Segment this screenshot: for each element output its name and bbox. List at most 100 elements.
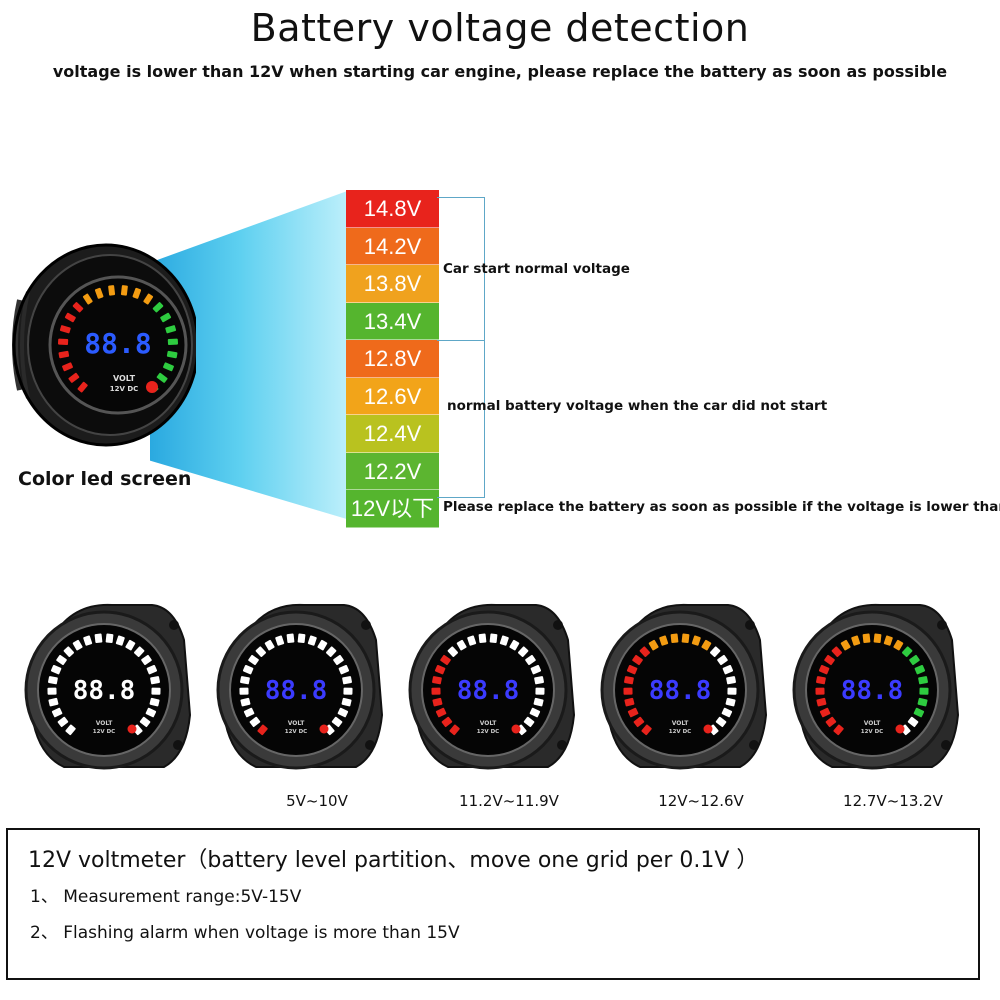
gauge-digits: 88.8 [265,676,328,706]
ring-segment [818,664,830,675]
ring-segment [478,633,487,644]
ring-segment [816,697,827,707]
ring-segment [141,654,152,666]
ring-segment [432,697,443,707]
gauge-range-label-2: 11.2V~11.9V [459,792,559,810]
ring-segment [317,639,328,651]
ring-segment [722,664,734,675]
ring-segment [913,707,925,718]
gauge-face [37,623,171,757]
voltage-cell-0: 14.8V [346,190,439,228]
ring-segment [166,350,178,359]
ring-segment [242,664,254,675]
ring-segment [163,362,174,372]
gauge-indicator-dot [895,724,905,734]
gauge-face [421,623,555,757]
ring-segment [901,646,913,657]
ring-segment [255,646,267,657]
ring-segment [627,707,639,718]
ring-segment [82,293,93,305]
mount-hole-icon [937,620,947,630]
led-screen-caption: Color led screen [18,468,192,490]
gauge-segment-ring [431,633,545,736]
ring-segment [240,697,251,707]
gauge-indicator-dot [703,724,713,734]
ring-segment [873,633,882,644]
voltage-cell-1: 14.2V [346,227,439,265]
mount-hole-icon [749,740,759,750]
ring-segment [94,287,104,299]
ring-segment [167,338,179,346]
ring-segment [914,664,926,675]
gauge-digits: 88.8 [73,676,136,706]
ring-segment [160,312,172,323]
ring-segment [435,707,447,718]
ring-segment [467,635,477,646]
ring-segment [893,639,904,651]
ring-segment [883,635,893,646]
mount-hole-icon [745,620,755,630]
ring-segment [717,654,728,666]
ring-segment [523,716,535,728]
ring-segment [139,716,151,728]
ring-segment [146,664,158,675]
ring-segment [338,664,350,675]
ring-segment [108,285,116,296]
gauge-dc-label: 12V DC [93,729,115,735]
ring-segment [434,664,446,675]
gauge-volt-label: VOLT [864,720,881,727]
ring-segment [725,697,736,707]
mount-hole-icon [169,620,179,630]
ring-segment [721,707,733,718]
ring-segment [239,687,249,695]
ring-segment [535,687,545,695]
ring-segment [633,716,645,728]
ring-segment [659,635,669,646]
ring-segment [105,633,114,644]
ring-segment [831,646,843,657]
ring-segment [851,635,861,646]
ring-segment [307,635,317,646]
ring-segment [275,635,285,646]
gauge-volt-label: VOLT [288,720,305,727]
ring-segment [525,654,536,666]
gauge-face [229,623,363,757]
voltage-cell-7: 12.2V [346,452,439,490]
ring-segment [133,646,145,657]
ring-segment [509,639,520,651]
ring-segment [534,676,544,685]
gauge-range-label-1: 5V~10V [286,792,348,810]
ring-segment [264,639,275,651]
bracket-top-line [437,197,485,198]
ring-segment [727,687,737,695]
ring-segment [58,350,70,359]
gauge-volt-label: VOLT [96,720,113,727]
gauge-dc-label: 12V DC [477,729,499,735]
gauge-indicator-dot [319,724,329,734]
gauge-dc-label: 12V DC [669,729,691,735]
ring-segment [145,707,157,718]
ring-segment [120,285,128,296]
no-start-normal-voltage-text: normal battery voltage when the car did … [447,398,828,414]
ring-segment [59,325,71,334]
ring-segment [825,716,837,728]
ring-segment [530,664,542,675]
big-gauge-indicator-dot [146,381,158,393]
ring-segment [726,676,736,685]
ring-segment [456,639,467,651]
gauge-face [613,623,747,757]
ring-segment [529,707,541,718]
gauge-segment-ring [623,633,737,736]
big-gauge-readout: 88.8 [84,327,151,360]
gauge-segment-ring [815,633,929,736]
ring-segment [819,707,831,718]
ring-segment [639,646,651,657]
ring-segment [132,287,142,299]
ring-segment [816,676,826,685]
ring-segment [50,664,62,675]
ring-segment [449,724,460,736]
ring-segment [243,707,255,718]
ring-segment [623,687,633,695]
